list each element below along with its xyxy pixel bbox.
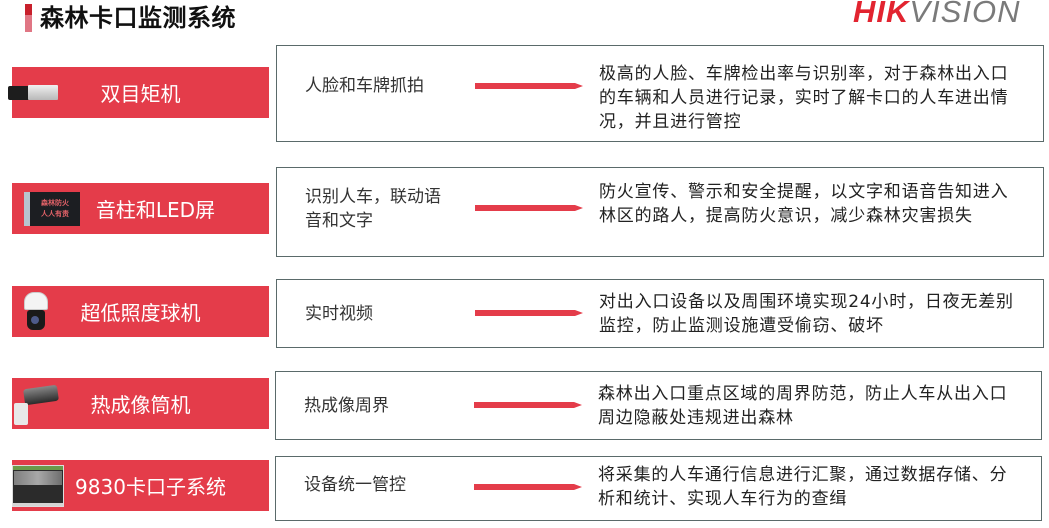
feature-box-2: 识别人车，联动语音和文字 防火宣传、警示和安全提醒，以文字和语音告知进入林区的路… <box>276 167 1044 257</box>
feature-text: 实时视频 <box>305 304 373 324</box>
device-label-checkpoint-subsystem: 9830卡口子系统 <box>12 460 269 511</box>
dome-camera-icon <box>24 291 48 332</box>
logo-gray-part: VISION <box>909 0 1021 29</box>
software-screen-icon <box>12 464 64 507</box>
logo-red-part: HIK <box>853 0 910 29</box>
device-name: 9830卡口子系统 <box>75 475 226 499</box>
device-label-thermal-camera: 热成像筒机 <box>12 378 269 429</box>
description-text: 极高的人脸、车牌检出率与识别率，对于森林出入口的车辆和人员进行记录，实时了解卡口… <box>599 64 1009 132</box>
description-text: 森林出入口重点区域的周界防范，防止人车从出入口周边隐蔽处违规进出森林 <box>598 384 1008 428</box>
feature-box-5: 设备统一管控 将采集的人车通行信息进行汇聚，通过数据存储、分析和统计、实现人车行… <box>275 456 1042 521</box>
description-text: 对出入口设备以及周围环境实现24小时，日夜无差别监控，防止监测设施遭受偷窃、破坏 <box>599 292 1014 336</box>
device-label-binocular-camera: 双目矩机 <box>8 67 269 118</box>
feature-text: 识别人车，联动语音和文字 <box>305 187 441 231</box>
feature-box-3: 实时视频 对出入口设备以及周围环境实现24小时，日夜无差别监控，防止监测设施遭受… <box>276 279 1044 348</box>
device-name: 超低照度球机 <box>80 301 201 325</box>
arrow-right-icon <box>474 484 582 490</box>
device-label-dome-camera: 超低照度球机 <box>12 286 269 337</box>
arrow-right-icon <box>475 205 583 211</box>
feature-text: 人脸和车牌抓拍 <box>305 76 424 96</box>
description-text: 防火宣传、警示和安全提醒，以文字和语音告知进入林区的路人，提高防火意识，减少森林… <box>599 182 1009 226</box>
device-name: 双目矩机 <box>100 82 181 106</box>
arrow-right-icon <box>475 310 583 316</box>
feature-box-4: 热成像周界 森林出入口重点区域的周界防范，防止人车从出入口周边隐蔽处违规进出森林 <box>275 371 1042 440</box>
title-accent-bar <box>25 4 32 32</box>
page-title: 森林卡口监测系统 <box>40 4 236 32</box>
description-text: 将采集的人车通行信息进行汇聚，通过数据存储、分析和统计、实现人车行为的查缉 <box>598 465 1008 509</box>
feature-text: 设备统一管控 <box>304 475 406 495</box>
thermal-camera-icon <box>12 381 59 427</box>
device-name: 热成像筒机 <box>90 393 191 417</box>
led-screen-icon: 森林防火人人有责 <box>24 191 80 226</box>
brand-logo: HIKVISION <box>853 0 1020 30</box>
feature-box-1: 人脸和车牌抓拍 极高的人脸、车牌检出率与识别率，对于森林出入口的车辆和人员进行记… <box>276 45 1044 142</box>
device-name: 音柱和LED屏 <box>95 198 216 222</box>
arrow-right-icon <box>474 402 582 408</box>
feature-text: 热成像周界 <box>304 396 389 416</box>
device-label-speaker-led: 森林防火人人有责 音柱和LED屏 <box>12 183 269 234</box>
bullet-camera-icon <box>8 83 60 103</box>
arrow-right-icon <box>475 83 583 89</box>
